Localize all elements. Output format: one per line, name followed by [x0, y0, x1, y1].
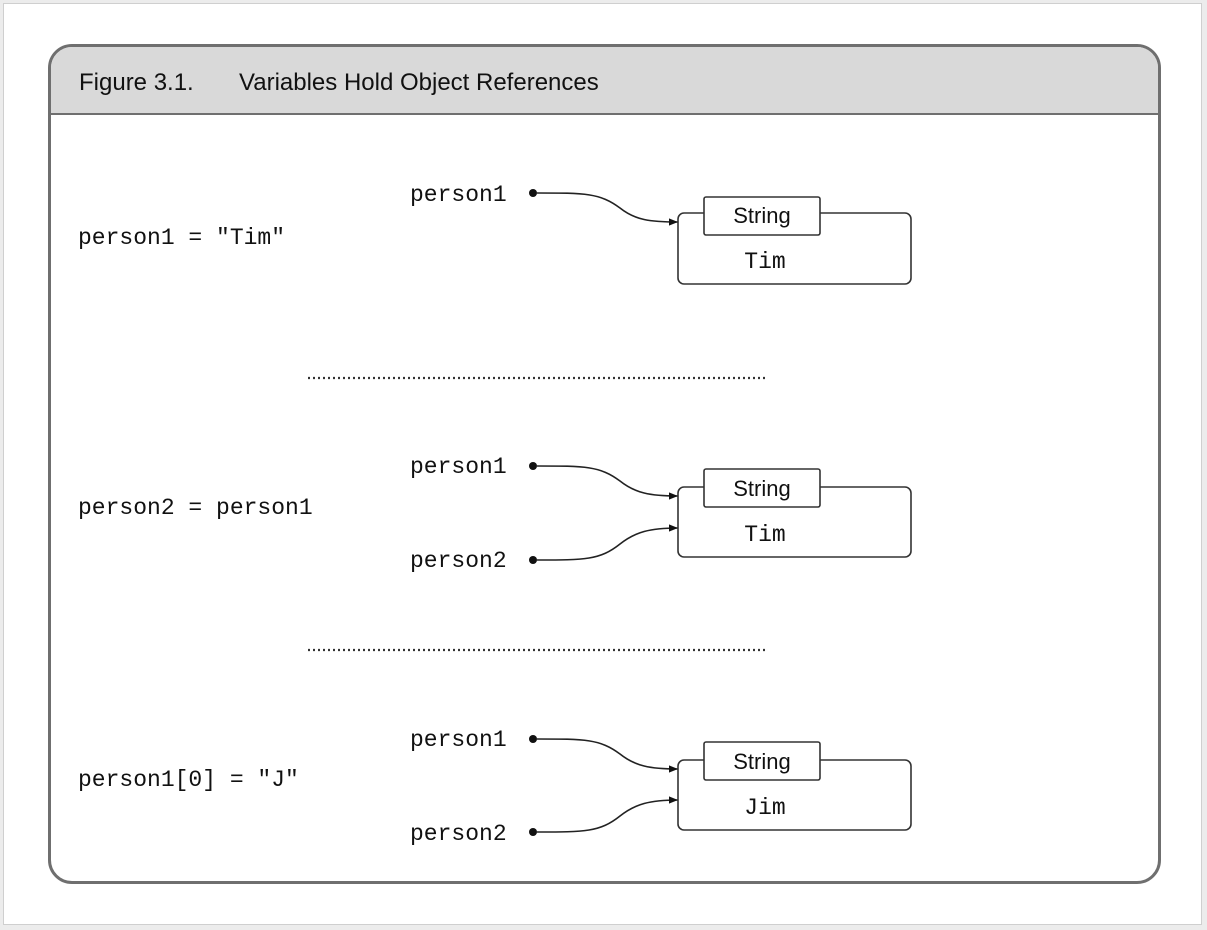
type-label-box — [703, 196, 821, 236]
reference-dot — [529, 189, 537, 197]
figure-frame: Figure 3.1. Variables Hold Object Refere… — [48, 44, 1161, 884]
figure-header: Figure 3.1. Variables Hold Object Refere… — [51, 47, 1158, 115]
variable-person2: person2 — [410, 548, 507, 574]
variable-person2: person2 — [410, 821, 507, 847]
type-label: String — [733, 749, 790, 774]
type-label: String — [733, 203, 790, 228]
reference-arrow — [536, 738, 679, 773]
object-value: Tim — [744, 522, 785, 548]
reference-dot — [529, 462, 537, 470]
reference-arrow — [536, 796, 679, 833]
figure-title: Variables Hold Object References — [239, 69, 599, 96]
object-value: Tim — [744, 249, 785, 275]
statement-text: person2 = person1 — [78, 495, 313, 521]
variable-person1: person1 — [410, 182, 507, 208]
reference-arrow — [536, 465, 679, 500]
variable-person1: person1 — [410, 454, 507, 480]
reference-arrow — [536, 524, 679, 561]
reference-dot — [529, 735, 537, 743]
reference-arrow — [536, 192, 679, 226]
panel-1: person1 = "Tim" person1 String Tim — [78, 182, 912, 285]
statement-text: person1 = "Tim" — [78, 225, 285, 251]
panel-3: person1[0] = "J" person1 person2 String … — [78, 727, 912, 847]
variable-person1: person1 — [410, 727, 507, 753]
object-value: Jim — [744, 795, 785, 821]
type-label-box — [703, 741, 821, 781]
type-label-box — [703, 468, 821, 508]
type-label: String — [733, 476, 790, 501]
statement-text: person1[0] = "J" — [78, 767, 299, 793]
reference-dot — [529, 556, 537, 564]
figure-number: Figure 3.1. — [79, 69, 194, 96]
panel-2: person2 = person1 person1 person2 String… — [78, 454, 912, 574]
reference-dot — [529, 828, 537, 836]
